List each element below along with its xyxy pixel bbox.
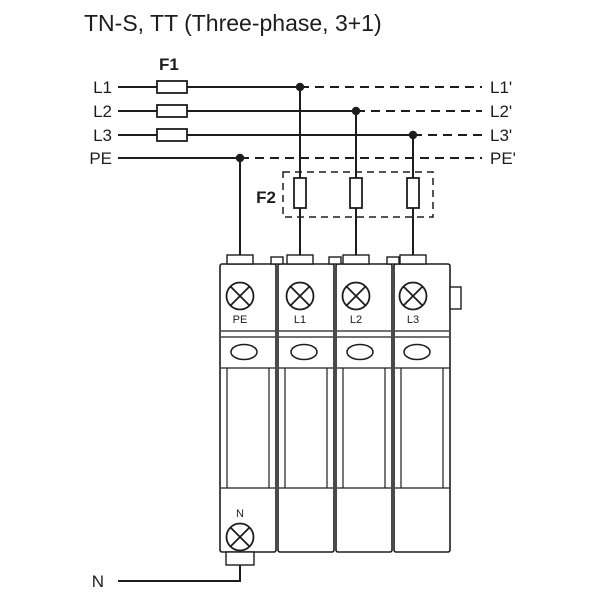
spd-device: PE L1 L2 L3	[219, 254, 462, 566]
terminal-label-l1: L1	[294, 314, 306, 326]
terminal-label-pe: PE	[233, 314, 248, 326]
screw-terminal-n: N	[225, 508, 255, 552]
screw-terminal-l1: L1	[285, 281, 315, 326]
indicator-windows	[230, 343, 431, 361]
line-label-l1-out: L1'	[490, 78, 512, 97]
l3-terminal-tab	[399, 254, 427, 265]
terminal-label-l3: L3	[407, 314, 419, 326]
f2-fuse-l2-icon	[349, 177, 363, 209]
drop-wires	[239, 87, 414, 257]
screw-cross-line	[403, 286, 423, 306]
l2-terminal-tab	[342, 254, 370, 265]
n-terminal-bottom-tab	[225, 551, 255, 566]
f1-fuse-l2-icon	[156, 104, 188, 118]
f1-fuse-l3-icon	[156, 128, 188, 142]
n-wire	[118, 565, 241, 582]
f1-label: F1	[159, 55, 179, 74]
diagram-title: TN-S, TT (Three-phase, 3+1)	[84, 10, 382, 36]
line-label-n: N	[92, 572, 104, 591]
pe-junction-dot	[235, 153, 245, 163]
status-window-l1	[290, 343, 318, 361]
f2-label: F2	[256, 188, 276, 207]
line-label-pe-out: PE'	[490, 149, 516, 168]
module-boundary-tab-2	[328, 256, 342, 265]
terminal-label-l2: L2	[350, 314, 362, 326]
incoming-lines: L1 L1' L2 L2' L3 L3' PE PE'	[89, 78, 516, 168]
screw-terminal-l2: L2	[341, 281, 371, 326]
status-window-l3	[403, 343, 431, 361]
module-divider-lines	[221, 330, 449, 338]
screw-terminal-pe: PE	[225, 281, 255, 326]
junction-dots	[235, 82, 418, 163]
screw-cross-line	[346, 286, 366, 306]
line-label-l2-out: L2'	[490, 102, 512, 121]
f2-fuse-l3-icon	[406, 177, 420, 209]
device-side-tab	[449, 286, 462, 310]
module-boundary-tab-1	[270, 256, 284, 265]
screw-cross-line	[290, 286, 310, 306]
module-lower-structure	[221, 367, 449, 489]
terminal-label-n: N	[236, 508, 244, 520]
f2-fuse-l1-icon	[293, 177, 307, 209]
line-label-l3: L3	[93, 126, 112, 145]
l3-junction-dot	[408, 130, 418, 140]
screw-cross-line	[230, 527, 250, 547]
status-window-l2	[346, 343, 374, 361]
line-label-l1: L1	[93, 78, 112, 97]
fuse-group-f2: F2	[256, 171, 434, 218]
neutral-wire-group: N	[92, 565, 241, 591]
fuse-group-f1: F1	[156, 55, 188, 142]
status-window-pe	[230, 343, 258, 361]
l2-junction-dot	[351, 106, 361, 116]
f2-dashed-boundary	[282, 171, 434, 218]
line-label-l2: L2	[93, 102, 112, 121]
line-label-pe: PE	[89, 149, 112, 168]
module-boundary-tab-3	[386, 256, 400, 265]
screw-cross-line	[230, 286, 250, 306]
l1-terminal-tab	[286, 254, 314, 265]
pe-terminal-tab	[226, 254, 254, 265]
screw-terminal-l3: L3	[398, 281, 428, 326]
l1-junction-dot	[295, 82, 305, 92]
f1-fuse-l1-icon	[156, 80, 188, 94]
line-label-l3-out: L3'	[490, 126, 512, 145]
